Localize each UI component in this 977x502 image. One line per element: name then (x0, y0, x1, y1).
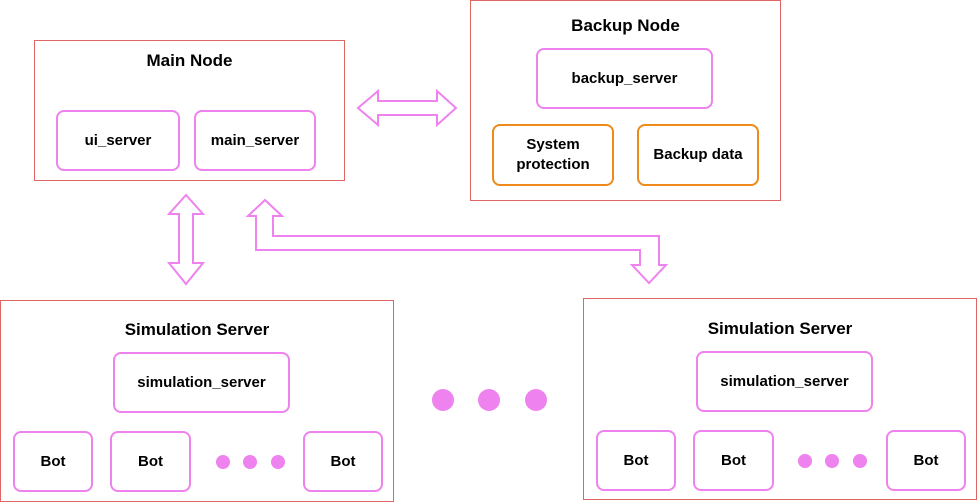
main-sim2-arrow (245, 198, 669, 285)
simulation-server-1: Simulation Server simulation_server Bot … (0, 300, 394, 502)
sim1-bot-3: Bot (303, 431, 383, 492)
sim2-bot-ellipsis-dot (825, 454, 839, 468)
sim2-bot-ellipsis-dot (798, 454, 812, 468)
sim2-bot-3: Bot (886, 430, 966, 491)
sim2-bot-ellipsis-dot (853, 454, 867, 468)
system-protection: System protection (492, 124, 614, 186)
sim1-bot-ellipsis-dot (243, 455, 257, 469)
main-backup-arrow (356, 88, 458, 128)
main-node: Main Node ui_server main_server (34, 40, 345, 181)
sim1-bot-2: Bot (110, 431, 191, 492)
servers-ellipsis-dot (432, 389, 454, 411)
ui-server: ui_server (56, 110, 180, 171)
sim1-bot-ellipsis-dot (271, 455, 285, 469)
servers-ellipsis-dot (478, 389, 500, 411)
sim2-bot-1: Bot (596, 430, 676, 491)
sim1-bot-ellipsis-dot (216, 455, 230, 469)
backup-server: backup_server (536, 48, 713, 109)
backup-node: Backup Node backup_server System protect… (470, 0, 781, 201)
simulation-server-2: Simulation Server simulation_server Bot … (583, 298, 977, 500)
simulation-server-2-title: Simulation Server (707, 319, 853, 338)
main-sim1-arrow (166, 193, 206, 286)
sim1-bot-1: Bot (13, 431, 93, 492)
main-node-title: Main Node (146, 51, 233, 70)
simulation-server-1-process: simulation_server (113, 352, 290, 413)
main-server: main_server (194, 110, 316, 171)
backup-data: Backup data (637, 124, 759, 186)
simulation-server-2-process: simulation_server (696, 351, 873, 412)
sim2-bot-2: Bot (693, 430, 774, 491)
backup-node-title: Backup Node (571, 16, 680, 35)
simulation-server-1-title: Simulation Server (124, 320, 270, 339)
servers-ellipsis-dot (525, 389, 547, 411)
